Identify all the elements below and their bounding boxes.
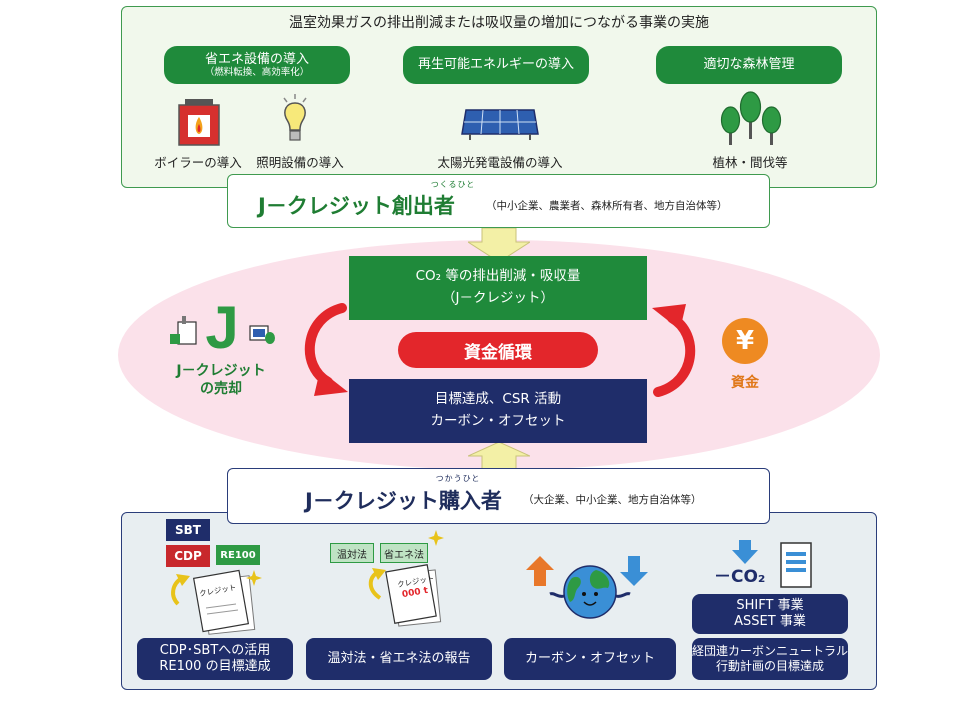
fund-cycle-pill: 資金循環 <box>398 332 598 368</box>
building-icon <box>780 542 812 588</box>
item-label-solar: 太陽光発電設備の導入 <box>437 155 563 170</box>
up-arrow-icon <box>468 442 530 470</box>
keidanren-pill: 経団連カーボンニュートラル 行動計画の目標達成 <box>692 638 848 680</box>
shift-label: SHIFT 事業 <box>736 597 804 613</box>
item-label-boiler: ボイラーの導入 <box>154 155 242 170</box>
category-label: 再生可能エネルギーの導入 <box>417 57 574 73</box>
cdp-tag: CDP <box>166 545 210 567</box>
item-label-forest: 植林・間伐等 <box>712 155 788 170</box>
category-renewable: 再生可能エネルギーの導入 <box>403 46 589 84</box>
right-curved-arrow-icon <box>652 304 696 397</box>
buyer-subtitle: （大企業、中小企業、地方自治体等） <box>523 494 702 506</box>
category-energy-saving: 省エネ設備の導入 （燃料転換、高効率化） <box>164 46 350 84</box>
asset-label: ASSET 事業 <box>734 614 806 629</box>
fund-label: 資金 <box>731 375 759 391</box>
item-label-lighting: 照明設備の導入 <box>256 155 344 170</box>
minus-co2-label: －CO₂ <box>714 567 766 587</box>
document-stack-icon <box>171 569 262 635</box>
goal-line1: 目標達成、CSR 活動 <box>434 391 562 408</box>
goal-achievement-box: 目標達成、CSR 活動 カーボン・オフセット <box>349 379 647 443</box>
sbt-tag: SBT <box>166 519 210 541</box>
trees-icon <box>720 91 782 145</box>
sell-credit-label: J－クレジット の売却 <box>166 362 276 398</box>
pill-line2: 行動計画の目標達成 <box>715 659 824 673</box>
category-label: 適切な森林管理 <box>703 57 795 73</box>
credit-volume-box: CO₂ 等の排出削減・吸収量 （J－クレジット） <box>349 256 647 320</box>
sell-credit-line2: の売却 <box>200 381 242 398</box>
sell-credit-line1: J－クレジット <box>176 363 266 379</box>
carbon-offset-pill: カーボン・オフセット <box>504 638 676 680</box>
earth-icon <box>526 556 648 619</box>
pill-line1: 経団連カーボンニュートラル <box>692 644 849 658</box>
solar-panel-icon <box>461 109 539 140</box>
pill-line1: CDP･SBTへの活用 <box>159 642 271 658</box>
pill-line1: 温対法・省エネ法の報告 <box>327 650 471 666</box>
creator-title: J－クレジット創出者 <box>258 194 455 218</box>
goal-line2: カーボン・オフセット <box>430 413 566 429</box>
yen-coin-icon: ¥ <box>722 318 768 364</box>
category-forest: 適切な森林管理 <box>656 46 842 84</box>
buyer-ruby: つかうひと <box>435 474 481 483</box>
top-heading: 温室効果ガスの排出削減または吸収量の増加につながる事業の実施 <box>289 15 709 31</box>
creator-ruby: つくるひと <box>430 180 476 189</box>
left-curved-arrow-icon <box>304 303 348 396</box>
j-letter: J <box>205 296 238 356</box>
law-report-icon <box>368 530 444 627</box>
j-credit-mark-icon: J <box>170 296 275 356</box>
category-sub: （燃料転換、高効率化） <box>204 67 310 79</box>
down-arrow-icon <box>468 228 530 262</box>
credit-volume-line2: （J－クレジット） <box>442 290 554 306</box>
boiler-icon <box>178 99 220 146</box>
down-blue-arrow-icon <box>732 540 758 564</box>
pill-line2: RE100 の目標達成 <box>159 659 271 674</box>
law-report-pill: 温対法・省エネ法の報告 <box>306 638 492 680</box>
category-label: 省エネ設備の導入 <box>204 51 309 67</box>
ontai-law-tag: 温対法 <box>330 543 374 563</box>
energy-saving-law-tag: 省エネ法 <box>380 543 428 563</box>
re100-tag: RE100 <box>216 545 260 565</box>
pill-line1: カーボン・オフセット <box>524 650 655 666</box>
buyer-title: J－クレジット購入者 <box>305 489 502 513</box>
cdp-sbt-pill: CDP･SBTへの活用 RE100 の目標達成 <box>137 638 293 680</box>
credit-volume-line1: CO₂ 等の排出削減・吸収量 <box>415 268 581 285</box>
shift-asset-pill: SHIFT 事業 ASSET 事業 <box>692 594 848 634</box>
light-bulb-icon <box>283 94 307 141</box>
buyer-box <box>227 468 770 524</box>
creator-subtitle: （中小企業、農業者、森林所有者、地方自治体等） <box>486 200 728 212</box>
